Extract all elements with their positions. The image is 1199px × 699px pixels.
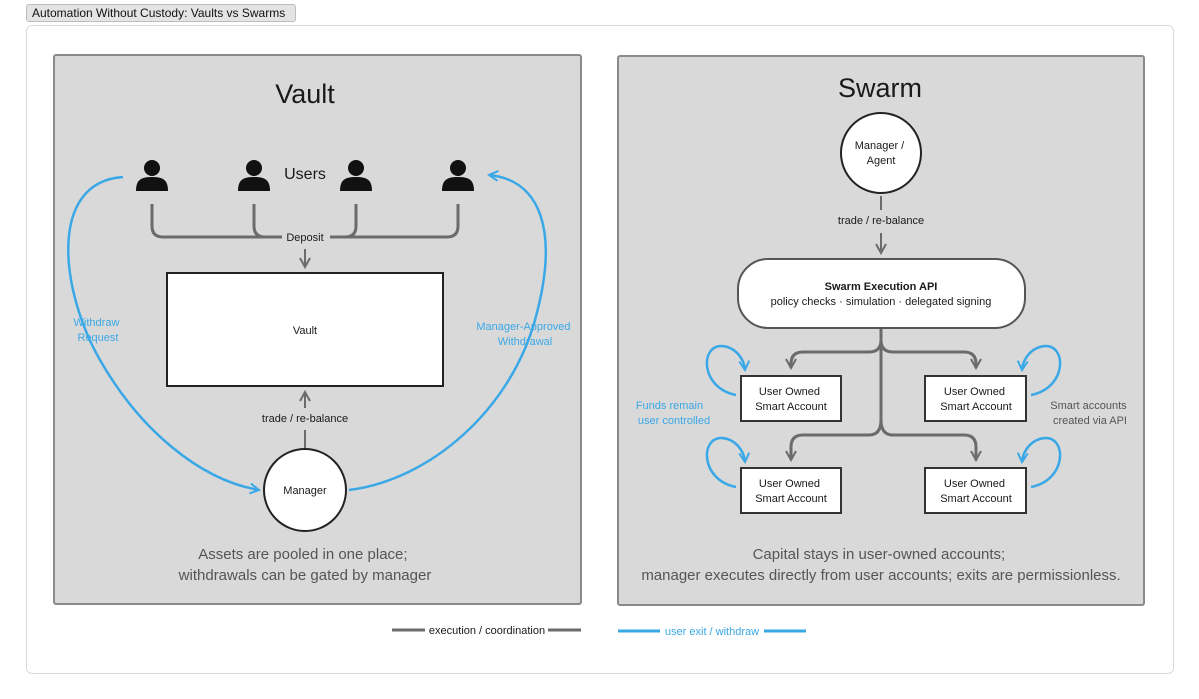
smart-account-label: User Owned Smart Account <box>755 386 827 413</box>
window-tab-title[interactable]: Automation Without Custody: Vaults vs Sw… <box>26 4 297 22</box>
api-to-accounts-connector <box>791 329 976 460</box>
funds-note: Funds remain user controlled <box>636 400 710 427</box>
vault-trade-label: trade / re-balance <box>262 413 348 425</box>
legend-user-exit-label: user exit / withdraw <box>665 626 759 638</box>
swarm-title: Swarm <box>838 73 922 103</box>
vault-caption: Assets are pooled in one place; withdraw… <box>178 546 432 584</box>
deposit-label: Deposit <box>286 232 323 244</box>
legend-execution-label: execution / coordination <box>429 625 545 637</box>
smart-account-label: User Owned Smart Account <box>755 478 827 505</box>
swarm-execution-api-box <box>737 258 1026 329</box>
user-exit-loops <box>705 344 1062 489</box>
swarm-caption: Capital stays in user-owned accounts; ma… <box>641 546 1120 584</box>
accounts-note: Smart accounts created via API <box>1050 400 1129 427</box>
swarm-trade-label: trade / re-balance <box>838 215 924 227</box>
smart-account-box <box>924 375 1027 422</box>
users-label: Users <box>284 166 326 183</box>
manager-agent-label: Manager / Agent <box>855 140 908 167</box>
deposit-connector <box>150 204 460 239</box>
smart-account-label: User Owned Smart Account <box>940 386 1012 413</box>
api-title: Swarm Execution API <box>825 281 938 293</box>
smart-account-box <box>740 467 842 514</box>
manager-approved-arrow <box>348 175 547 492</box>
smart-account-label: User Owned Smart Account <box>940 478 1012 505</box>
withdraw-request-arrow <box>67 175 259 490</box>
manager-label: Manager <box>283 485 327 497</box>
manager-approved-label: Manager-Approved Withdrawal <box>476 321 573 348</box>
manager-node <box>263 448 347 532</box>
vault-box-label: Vault <box>293 325 317 337</box>
vault-box <box>166 272 444 387</box>
vault-title: Vault <box>275 79 335 109</box>
smart-account-box <box>924 467 1027 514</box>
withdraw-request-label: Withdraw Request <box>74 317 123 344</box>
smart-account-box <box>740 375 842 422</box>
api-subtitle: policy checks · simulation · delegated s… <box>771 296 992 308</box>
manager-agent-node <box>840 112 922 194</box>
